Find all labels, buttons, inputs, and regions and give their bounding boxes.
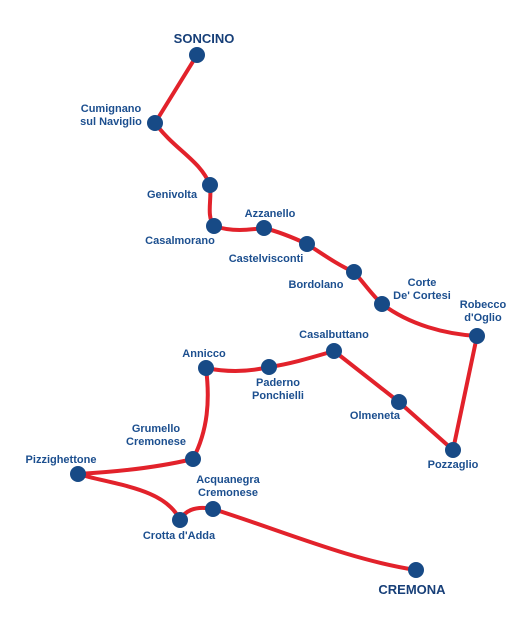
station-label-line: Annicco — [182, 348, 226, 360]
station-castelvisconti: Castelvisconti — [229, 236, 315, 265]
station-label-line: Casalbuttano — [299, 329, 369, 341]
station-label-line: Ponchielli — [252, 390, 304, 402]
station-crotta-dadda: Crotta d'Adda — [143, 512, 216, 542]
station-label: CREMONA — [378, 582, 446, 597]
station-marker — [172, 512, 188, 528]
station-annicco: Annicco — [182, 348, 226, 376]
station-label-line: Pozzaglio — [428, 459, 479, 471]
station-label-line: CREMONA — [378, 582, 446, 597]
station-casalmorano: Casalmorano — [145, 218, 222, 247]
station-bordolano: Bordolano — [289, 264, 362, 291]
station-marker — [261, 359, 277, 375]
station-genivolta: Genivolta — [147, 177, 218, 201]
station-label-line: Grumello — [132, 423, 181, 435]
station-label: Pozzaglio — [428, 459, 479, 471]
station-label: Casalmorano — [145, 235, 215, 247]
station-label-line: Bordolano — [289, 279, 344, 291]
station-label: Bordolano — [289, 279, 344, 291]
station-marker — [206, 218, 222, 234]
station-label-line: Castelvisconti — [229, 253, 304, 265]
station-label-line: SONCINO — [174, 31, 235, 46]
station-label-line: De' Cortesi — [393, 290, 451, 302]
station-label-line: Genivolta — [147, 189, 198, 201]
station-label: SONCINO — [174, 31, 235, 46]
station-marker — [469, 328, 485, 344]
station-label-line: Cumignano — [81, 103, 142, 115]
station-marker — [70, 466, 86, 482]
station-soncino: SONCINO — [174, 31, 235, 63]
station-label-line: sul Naviglio — [80, 116, 142, 128]
station-marker — [256, 220, 272, 236]
station-marker — [189, 47, 205, 63]
station-pizzighettone: Pizzighettone — [26, 454, 97, 482]
station-label: Castelvisconti — [229, 253, 304, 265]
station-marker — [202, 177, 218, 193]
station-label-line: Casalmorano — [145, 235, 215, 247]
station-marker — [374, 296, 390, 312]
route-line — [76, 53, 479, 572]
station-label-line: Azzanello — [245, 208, 296, 220]
station-label: Casalbuttano — [299, 329, 369, 341]
station-label-line: Olmeneta — [350, 410, 401, 422]
station-marker — [299, 236, 315, 252]
station-marker — [445, 442, 461, 458]
station-label: Olmeneta — [350, 410, 401, 422]
station-casalbuttano: Casalbuttano — [299, 329, 369, 359]
station-label-line: Crotta d'Adda — [143, 530, 216, 542]
station-label-line: Robecco — [460, 299, 507, 311]
station-pozzaglio: Pozzaglio — [428, 442, 479, 471]
station-label-line: Acquanegra — [196, 474, 260, 486]
station-label-line: Corte — [408, 277, 437, 289]
station-label-line: Pizzighettone — [26, 454, 97, 466]
station-marker — [185, 451, 201, 467]
station-marker — [326, 343, 342, 359]
station-label: Genivolta — [147, 189, 198, 201]
station-marker — [391, 394, 407, 410]
station-label-line: Paderno — [256, 377, 300, 389]
station-marker — [205, 501, 221, 517]
station-label-line: d'Oglio — [464, 312, 502, 324]
station-label-line: Cremonese — [198, 487, 258, 499]
station-label: Azzanello — [245, 208, 296, 220]
station-label: Crotta d'Adda — [143, 530, 216, 542]
station-cremona: CREMONA — [378, 562, 446, 597]
station-marker — [147, 115, 163, 131]
station-olmeneta: Olmeneta — [350, 394, 407, 422]
station-label: Pizzighettone — [26, 454, 97, 466]
station-label: Annicco — [182, 348, 226, 360]
station-marker — [408, 562, 424, 578]
station-marker — [198, 360, 214, 376]
station-label-line: Cremonese — [126, 436, 186, 448]
station-marker — [346, 264, 362, 280]
station-azzanello: Azzanello — [245, 208, 296, 236]
